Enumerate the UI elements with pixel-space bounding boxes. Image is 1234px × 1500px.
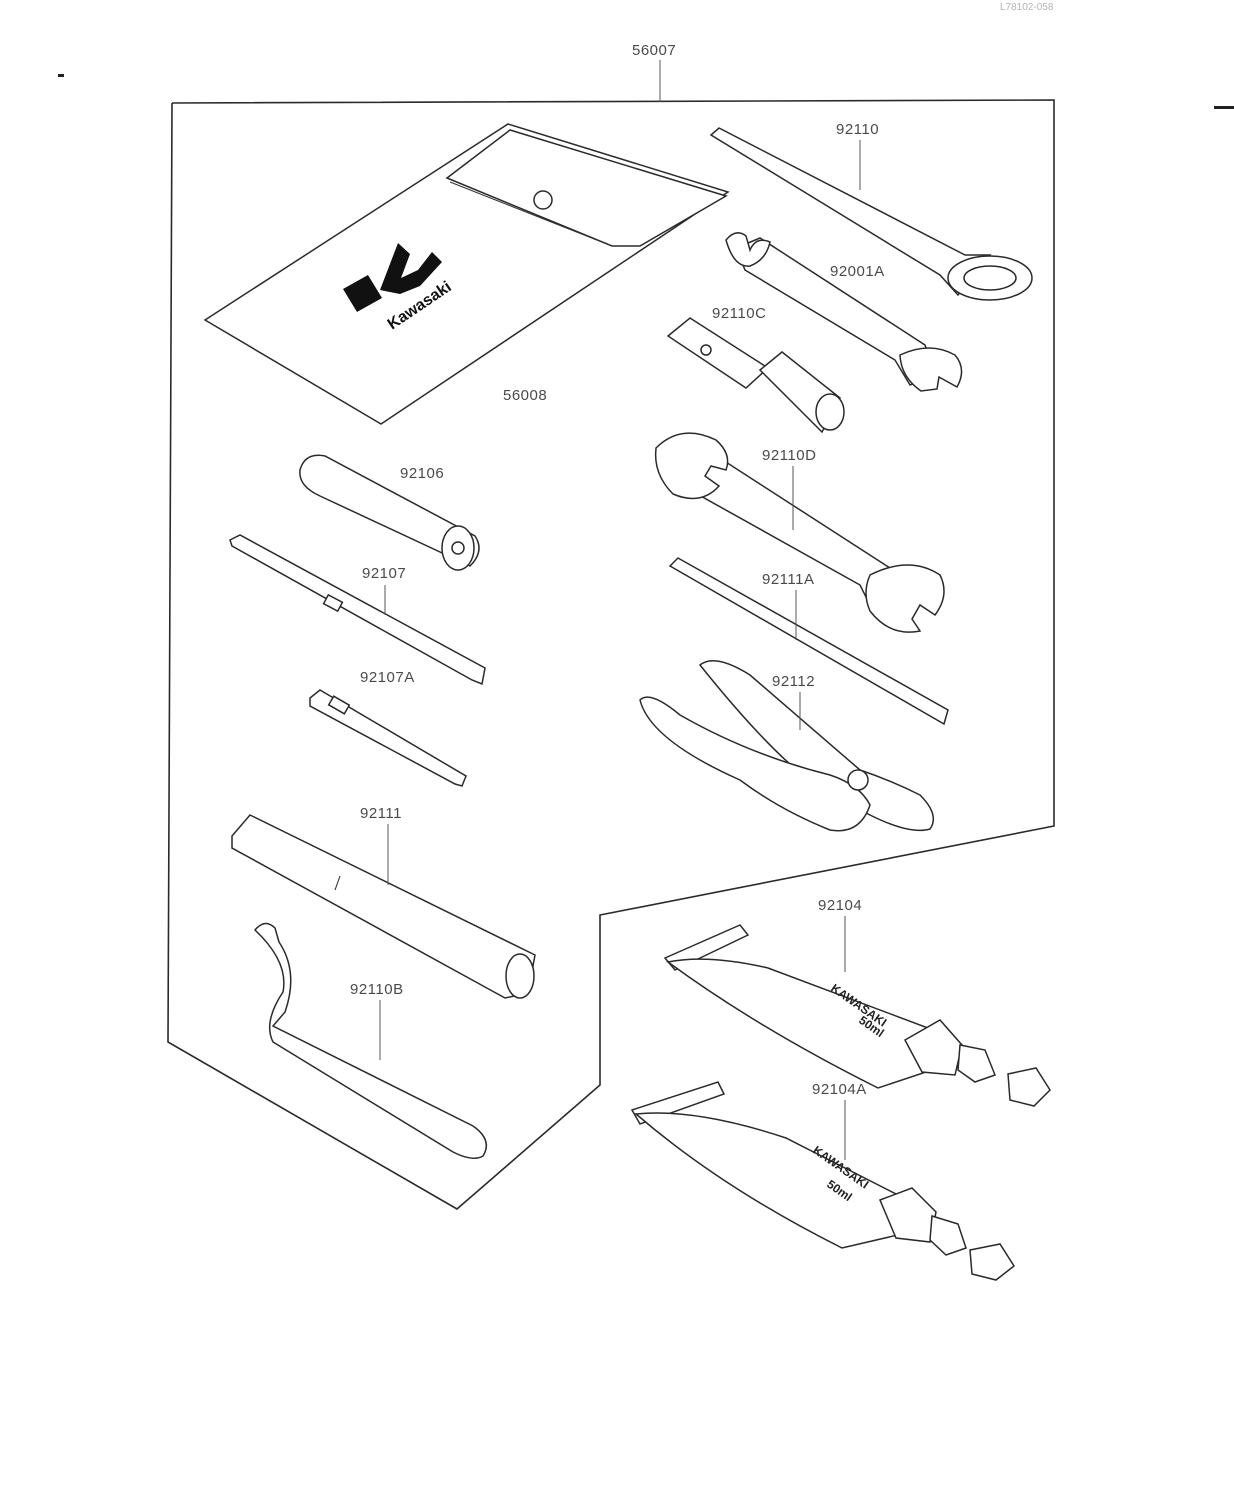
open-wrench-92001a	[725, 232, 963, 392]
label-92112: 92112	[772, 673, 815, 690]
grease-tube-92104a: KAWASAKI 50ml	[630, 1081, 1015, 1281]
label-92104a: 92104A	[812, 1081, 867, 1098]
hook-spanner-92110b	[253, 922, 488, 1159]
label-92104: 92104	[818, 897, 862, 914]
tommy-bar-92111a	[668, 557, 949, 726]
socket-92110c	[666, 317, 845, 434]
spanner-handle-92111	[231, 814, 536, 999]
pliers-92112	[639, 660, 935, 832]
driver-handle-92106	[299, 454, 480, 571]
label-92107: 92107	[362, 565, 406, 582]
label-92106: 92106	[400, 465, 444, 482]
label-56008: 56008	[503, 387, 547, 404]
tool-case	[203, 123, 730, 425]
grease-tube-92104: KAWASAKI 50ml	[663, 924, 1051, 1107]
kit-boundary	[167, 99, 1055, 1210]
open-wrench-92110d	[654, 432, 945, 633]
label-92110b: 92110B	[350, 981, 404, 998]
label-92110c: 92110C	[712, 305, 766, 322]
label-92110d: 92110D	[762, 447, 816, 464]
ring-wrench-92110	[709, 127, 1033, 301]
label-92107a: 92107A	[360, 669, 415, 686]
screwdriver-bit-92107a	[309, 689, 467, 787]
margin-mark	[1214, 106, 1234, 109]
label-92110: 92110	[836, 121, 879, 138]
label-56007: 56007	[632, 42, 676, 59]
label-92111a: 92111A	[762, 571, 815, 588]
margin-dot	[58, 74, 64, 77]
screwdriver-bit-92107	[229, 534, 486, 686]
label-92111: 92111	[360, 805, 402, 822]
header-code: L78102-058	[1000, 2, 1054, 13]
label-92001a: 92001A	[830, 263, 885, 280]
